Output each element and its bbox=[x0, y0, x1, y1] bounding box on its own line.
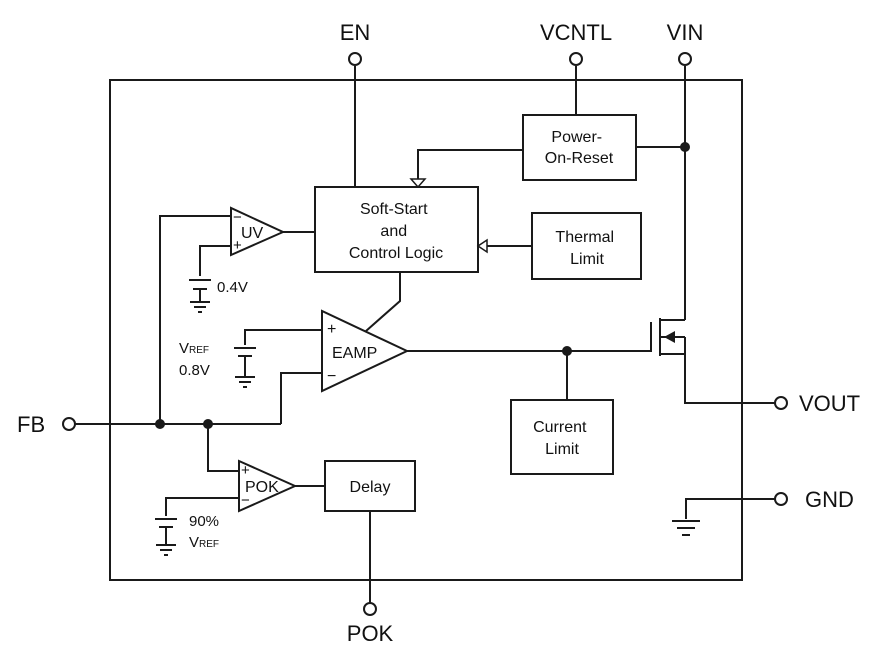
pok-comparator bbox=[238, 459, 298, 513]
uv-minus-sign: − bbox=[233, 209, 242, 226]
pok-plus-sign: + bbox=[241, 462, 250, 479]
current-limit-block bbox=[510, 399, 614, 475]
fb-junction-dot-uv bbox=[155, 419, 165, 429]
pok-pin[interactable] bbox=[363, 602, 377, 616]
vout-pin-label: VOUT bbox=[799, 391, 860, 416]
mosfet-arrow bbox=[664, 331, 675, 343]
en-pin[interactable] bbox=[348, 52, 362, 66]
current-limit-label: Current Limit bbox=[533, 419, 591, 458]
fb-pin[interactable] bbox=[62, 417, 76, 431]
pok-minus-sign: − bbox=[241, 492, 250, 509]
eamp-vref-label: VREF bbox=[179, 340, 209, 357]
vcntl-pin[interactable] bbox=[569, 52, 583, 66]
pok-comparator-label: POK bbox=[245, 479, 279, 496]
por-arrow bbox=[409, 178, 427, 189]
eamp-amplifier bbox=[321, 309, 410, 393]
vin-pin-label: VIN bbox=[667, 20, 704, 45]
uv-reference-label: 0.4V bbox=[217, 279, 248, 296]
fb-pin-label: FB bbox=[17, 412, 45, 437]
chip-outline bbox=[109, 79, 743, 581]
eamp-label: EAMP bbox=[332, 345, 377, 362]
power-on-reset-block bbox=[522, 114, 637, 181]
delay-label: Delay bbox=[350, 479, 391, 496]
vcntl-pin-label: VCNTL bbox=[540, 20, 612, 45]
power-on-reset-label: Power- On-Reset bbox=[545, 129, 614, 167]
uv-label: UV bbox=[241, 225, 264, 242]
pok-pin-label: POK bbox=[347, 621, 394, 646]
en-pin-label: EN bbox=[340, 20, 371, 45]
soft-start-label: Soft-Start and Control Logic bbox=[349, 201, 443, 262]
eamp-minus-sign: − bbox=[327, 368, 336, 385]
eamp-plus-sign: + bbox=[327, 321, 336, 338]
pok-vref-label: VREF bbox=[189, 534, 219, 551]
gnd-pin-label: GND bbox=[805, 487, 854, 512]
eamp-reference-label: 0.8V bbox=[179, 362, 210, 379]
vout-pin[interactable] bbox=[774, 396, 788, 410]
pok-reference-label: 90% bbox=[189, 513, 219, 530]
thermal-limit-block bbox=[531, 212, 642, 280]
vin-pin[interactable] bbox=[678, 52, 692, 66]
delay-block bbox=[324, 460, 416, 512]
uv-plus-sign: + bbox=[233, 237, 242, 254]
vin-junction-dot bbox=[680, 142, 690, 152]
thermal-limit-label: Thermal Limit bbox=[555, 229, 618, 268]
uv-comparator bbox=[230, 206, 286, 257]
gnd-pin[interactable] bbox=[774, 492, 788, 506]
soft-start-block bbox=[314, 186, 479, 273]
thermal-arrow bbox=[476, 238, 488, 254]
